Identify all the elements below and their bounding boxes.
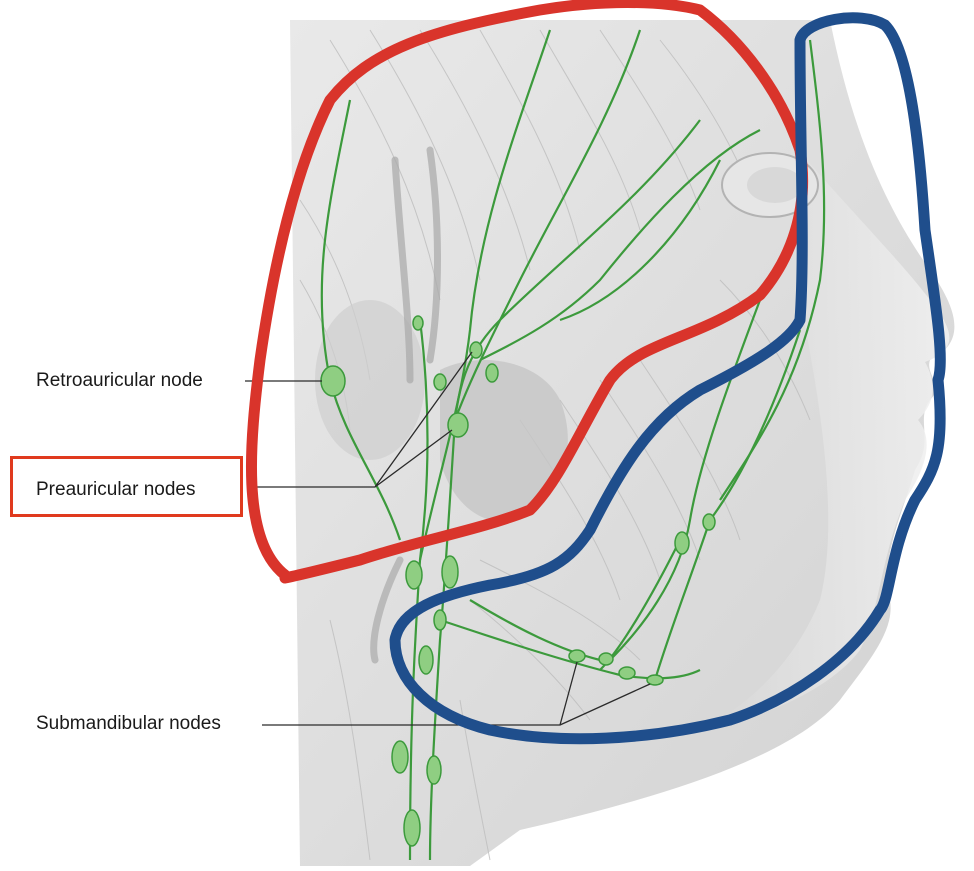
- lymph-node: [485, 363, 499, 383]
- submandibular-node: [568, 649, 586, 663]
- preauricular-node: [469, 341, 483, 359]
- lymph-node: [433, 373, 447, 391]
- lymph-node: [702, 513, 716, 531]
- leader-lines: [245, 351, 651, 726]
- lymph-node: [426, 755, 442, 785]
- lymphatic-vessels: [320, 29, 826, 861]
- preauricular-node: [447, 412, 469, 438]
- submandibular-nodes-label: Submandibular nodes: [36, 713, 221, 734]
- submandibular-node: [646, 674, 664, 686]
- blue-region-outline: [389, 12, 946, 745]
- submandibular-node: [598, 652, 614, 666]
- lymph-node: [412, 315, 424, 331]
- parotid-gland: [440, 360, 568, 522]
- lymph-node: [433, 609, 447, 631]
- retroauricular-node: [320, 365, 346, 397]
- lymph-node: [405, 560, 423, 590]
- lymph-node: [674, 531, 690, 555]
- face-profile: [700, 140, 950, 730]
- eye-inner: [747, 167, 803, 203]
- retroauricular-node-label: Retroauricular node: [36, 370, 203, 391]
- lymph-node: [441, 555, 459, 589]
- head-illustration: [290, 20, 955, 866]
- red-region-outline: [245, 0, 809, 584]
- lymph-nodes: [320, 315, 716, 847]
- head-silhouette: [290, 20, 955, 866]
- lymph-node: [403, 809, 421, 847]
- lymph-node: [391, 740, 409, 774]
- preauricular-leader: [250, 351, 473, 488]
- lymph-node: [418, 645, 434, 675]
- submandibular-leader: [262, 661, 651, 726]
- preauricular-nodes-label: Preauricular nodes: [36, 479, 196, 500]
- preauricular-highlight-box: [10, 456, 243, 517]
- submandibular-node: [618, 666, 636, 680]
